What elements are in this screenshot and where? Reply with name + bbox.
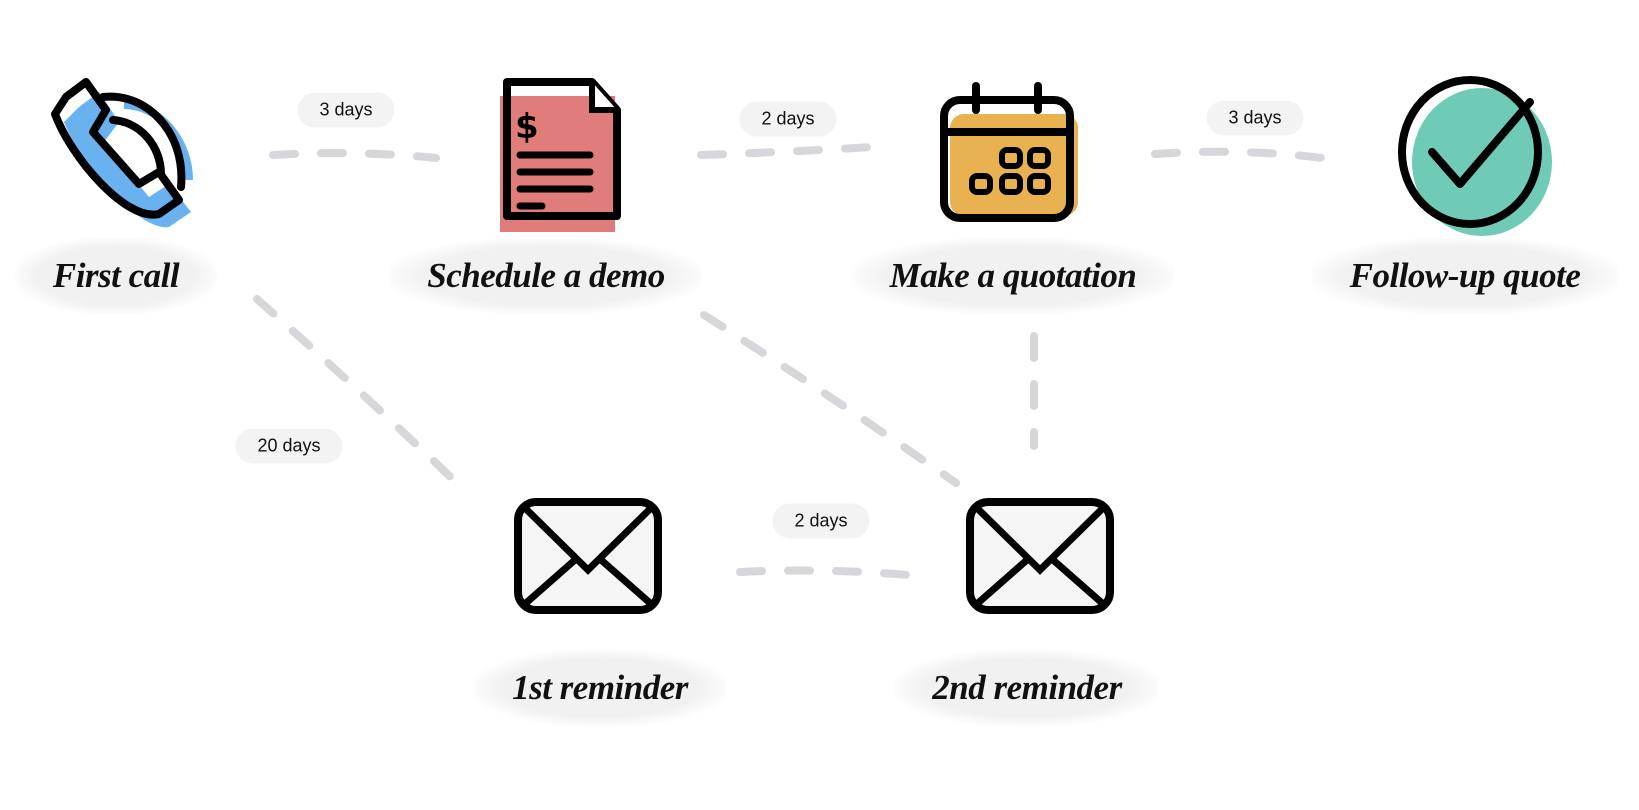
checkmark-circle-icon: [1398, 76, 1552, 236]
node-label-make-quotation: Make a quotation: [851, 238, 1175, 314]
edge-label-call-reminder1: 20 days: [235, 428, 343, 464]
edge-label-call-demo: 3 days: [297, 92, 395, 128]
connector-demo-quotation: [697, 143, 876, 159]
node-label-follow-up-quote: Follow-up quote: [1311, 238, 1619, 314]
node-label-first-call: First call: [14, 238, 218, 314]
svg-text:$: $: [515, 107, 539, 147]
node-label-schedule-demo: Schedule a demo: [389, 238, 703, 314]
connector-call-demo: [269, 149, 440, 162]
invoice-document-icon: $: [500, 78, 621, 232]
envelope-icon: [966, 498, 1114, 614]
connector-call-reminder1: [253, 295, 466, 492]
connector-quotation-followup: [1151, 147, 1327, 162]
edge-label-reminder1-reminder2: 2 days: [772, 503, 870, 539]
calendar-icon: [940, 82, 1078, 222]
connector-demo-reminder2: [700, 311, 960, 487]
node-label-first-reminder: 1st reminder: [474, 650, 726, 726]
edge-label-quotation-followup: 3 days: [1206, 100, 1304, 136]
edge-label-demo-quotation: 2 days: [739, 101, 837, 137]
node-label-second-reminder: 2nd reminder: [894, 650, 1160, 726]
connector-reminder1-reminder2: [736, 566, 912, 579]
envelope-icon: [514, 498, 662, 614]
phone-icon: [51, 78, 193, 228]
